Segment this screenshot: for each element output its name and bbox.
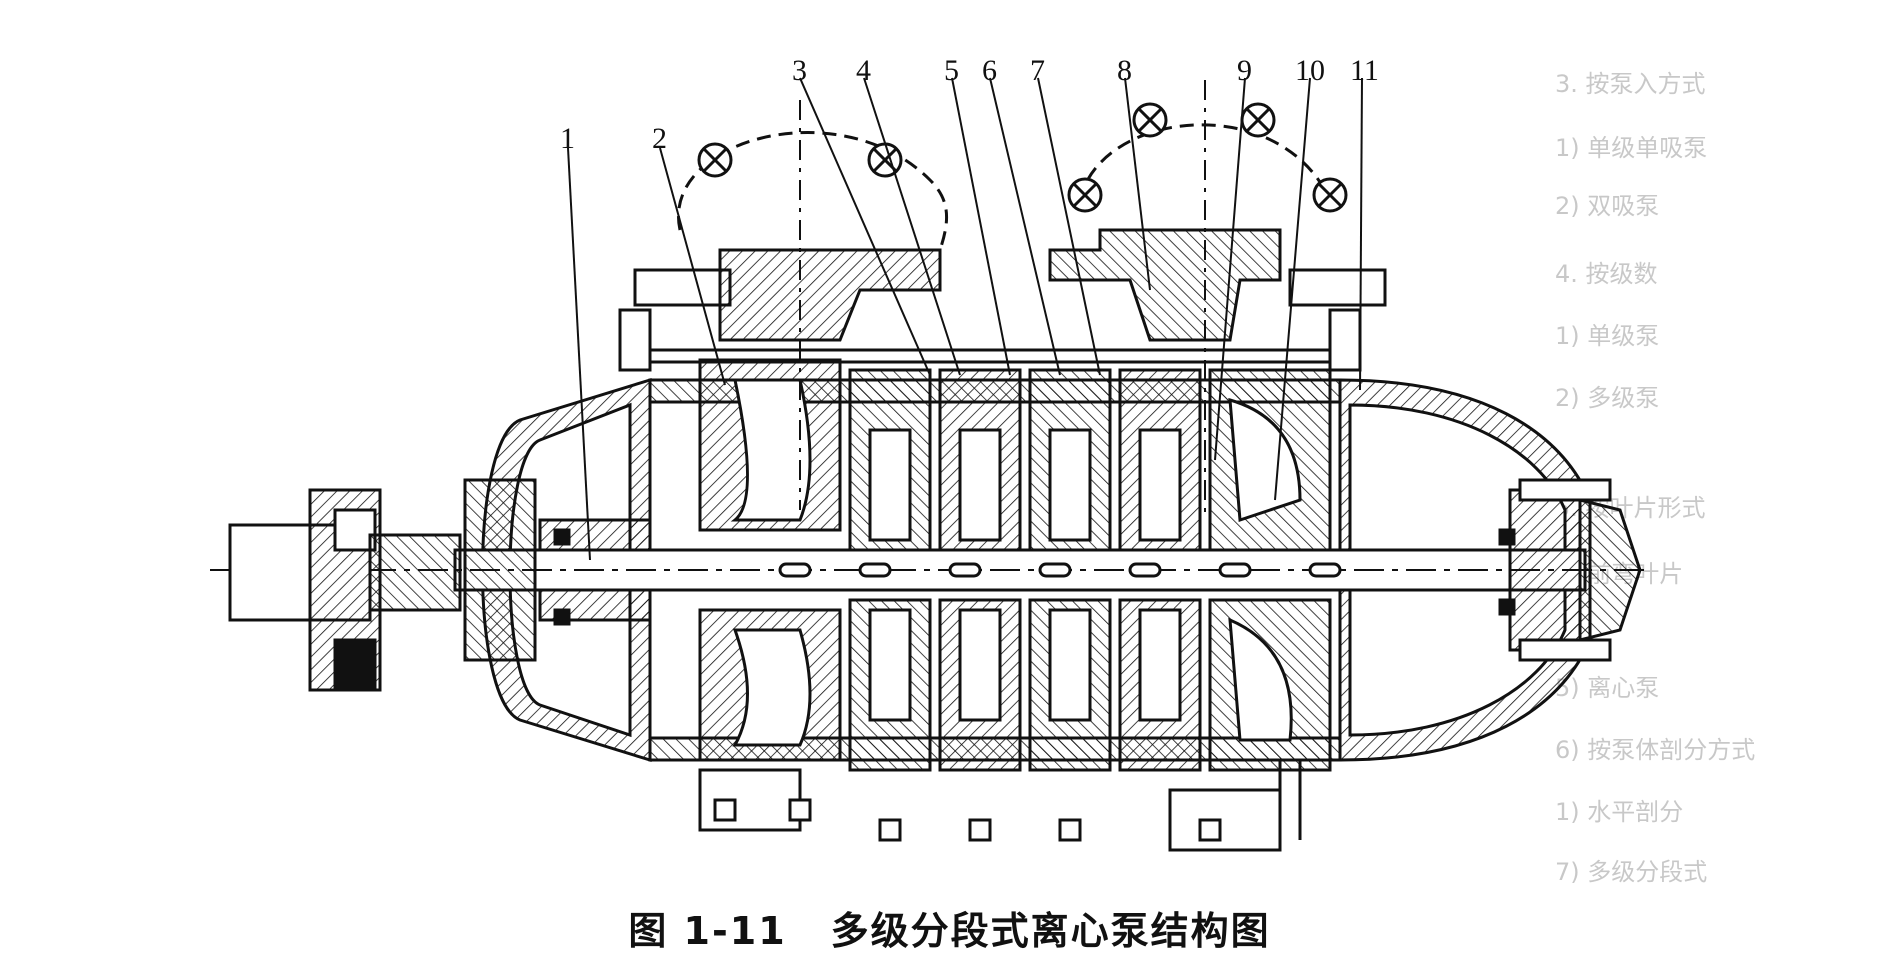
ghost-text: 1) 水平剖分 bbox=[1555, 798, 1684, 826]
part-label: 11 bbox=[1350, 54, 1379, 87]
caption-number: 图 1-11 bbox=[628, 909, 787, 953]
right-end-bearing bbox=[1498, 478, 1642, 662]
suction-section bbox=[698, 358, 842, 762]
shaft bbox=[210, 548, 1650, 592]
stage-1 bbox=[848, 368, 932, 772]
part-label: 2 bbox=[652, 122, 667, 155]
discharge-section bbox=[1208, 368, 1332, 772]
discharge-bolt-holes bbox=[1067, 102, 1348, 213]
leader-lines bbox=[567, 77, 1363, 561]
ghost-text: 3. 按泵入方式 bbox=[1555, 70, 1706, 98]
ghost-text: 4. 按级数 bbox=[1555, 260, 1658, 288]
left-end-cover bbox=[463, 478, 652, 662]
ghost-text: 6) 按泵体剖分方式 bbox=[1555, 736, 1756, 764]
part-label: 5 bbox=[944, 54, 959, 87]
figure-caption: 图 1-11 多级分段式离心泵结构图 bbox=[0, 900, 1899, 955]
ghost-text: 7) 多级分段式 bbox=[1555, 858, 1708, 886]
caption-title: 多级分段式离心泵结构图 bbox=[830, 909, 1271, 953]
part-label: 3 bbox=[792, 54, 807, 87]
part-label: 1 bbox=[560, 122, 575, 155]
part-label: 10 bbox=[1295, 54, 1325, 87]
part-label: 9 bbox=[1237, 54, 1252, 87]
coupling bbox=[228, 488, 462, 692]
ghost-text: 1) 单级单吸泵 bbox=[1555, 134, 1708, 162]
ghost-text: 5) 离心泵 bbox=[1555, 674, 1660, 702]
stage-4 bbox=[1118, 368, 1202, 772]
part-label: 4 bbox=[856, 54, 871, 87]
ghost-text: 2) 双吸泵 bbox=[1555, 192, 1660, 220]
part-label: 7 bbox=[1030, 54, 1045, 87]
stage-2 bbox=[938, 368, 1022, 772]
supports bbox=[698, 760, 1302, 852]
tie-bolt bbox=[618, 268, 1387, 372]
stage-segments bbox=[848, 368, 1332, 772]
part-labels: 1 2 3 4 5 6 7 8 9 10 11 bbox=[560, 54, 1379, 155]
ghost-text: 2) 多级泵 bbox=[1555, 384, 1660, 412]
stage-3 bbox=[1028, 368, 1112, 772]
part-label: 6 bbox=[982, 54, 997, 87]
ghost-text: 1) 单级泵 bbox=[1555, 322, 1660, 350]
part-label: 8 bbox=[1117, 54, 1132, 87]
